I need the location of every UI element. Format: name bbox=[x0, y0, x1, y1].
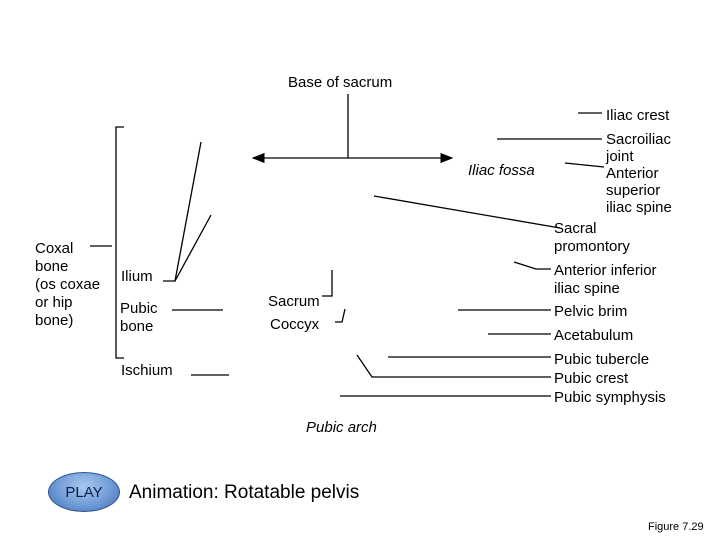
sacral-promontory-label: Sacral promontory bbox=[554, 220, 630, 255]
pubic-crest-label: Pubic crest bbox=[554, 370, 629, 387]
ilium-leader-2 bbox=[174, 214, 212, 282]
iliac-crest-label: Iliac crest bbox=[606, 107, 670, 124]
pelvic-brim-label: Pelvic brim bbox=[554, 303, 628, 320]
coxal-bone-label: Coxal bone (os coxae or hip bone) bbox=[35, 240, 101, 329]
pubic-bone-label: Pubic bone bbox=[120, 300, 158, 335]
anterior-inferior-iliac-spine-label: Anterior inferior iliac spine bbox=[554, 262, 657, 297]
play-button-label: PLAY bbox=[65, 483, 103, 501]
coxal-bone-bracket bbox=[115, 126, 124, 359]
iliac-fossa-label: Iliac fossa bbox=[468, 162, 535, 179]
play-button[interactable]: PLAY bbox=[48, 472, 120, 512]
coccyx-label: Coccyx bbox=[270, 316, 320, 333]
pubic-arch-label: Pubic arch bbox=[306, 419, 377, 436]
pubic-symphysis-label: Pubic symphysis bbox=[554, 389, 666, 406]
base-of-sacrum-label: Base of sacrum bbox=[288, 74, 393, 91]
sacroiliac-joint-label: Sacroiliac joint bbox=[606, 131, 672, 165]
ilium-label: Ilium bbox=[121, 268, 153, 285]
sacrum-label: Sacrum bbox=[268, 293, 320, 310]
acetabulum-label: Acetabulum bbox=[554, 327, 634, 344]
coccyx-leader bbox=[335, 308, 346, 323]
anterior-inferior-iliac-spine-leader bbox=[513, 261, 551, 270]
figure-caption: Figure 7.29 bbox=[648, 521, 704, 533]
sacral-promontory-leader bbox=[373, 195, 561, 229]
pubic-tubercle-label: Pubic tubercle bbox=[554, 351, 650, 368]
anterior-superior-iliac-spine-label: Anterior superior iliac spine bbox=[606, 165, 672, 216]
pubic-crest-leader bbox=[356, 354, 551, 378]
anterior-superior-iliac-spine-leader bbox=[564, 162, 605, 168]
sacrum-leader bbox=[322, 270, 333, 297]
animation-link[interactable]: Animation: Rotatable pelvis bbox=[129, 482, 360, 503]
ischium-label: Ischium bbox=[121, 362, 173, 379]
ilium-leader-1 bbox=[163, 141, 202, 282]
